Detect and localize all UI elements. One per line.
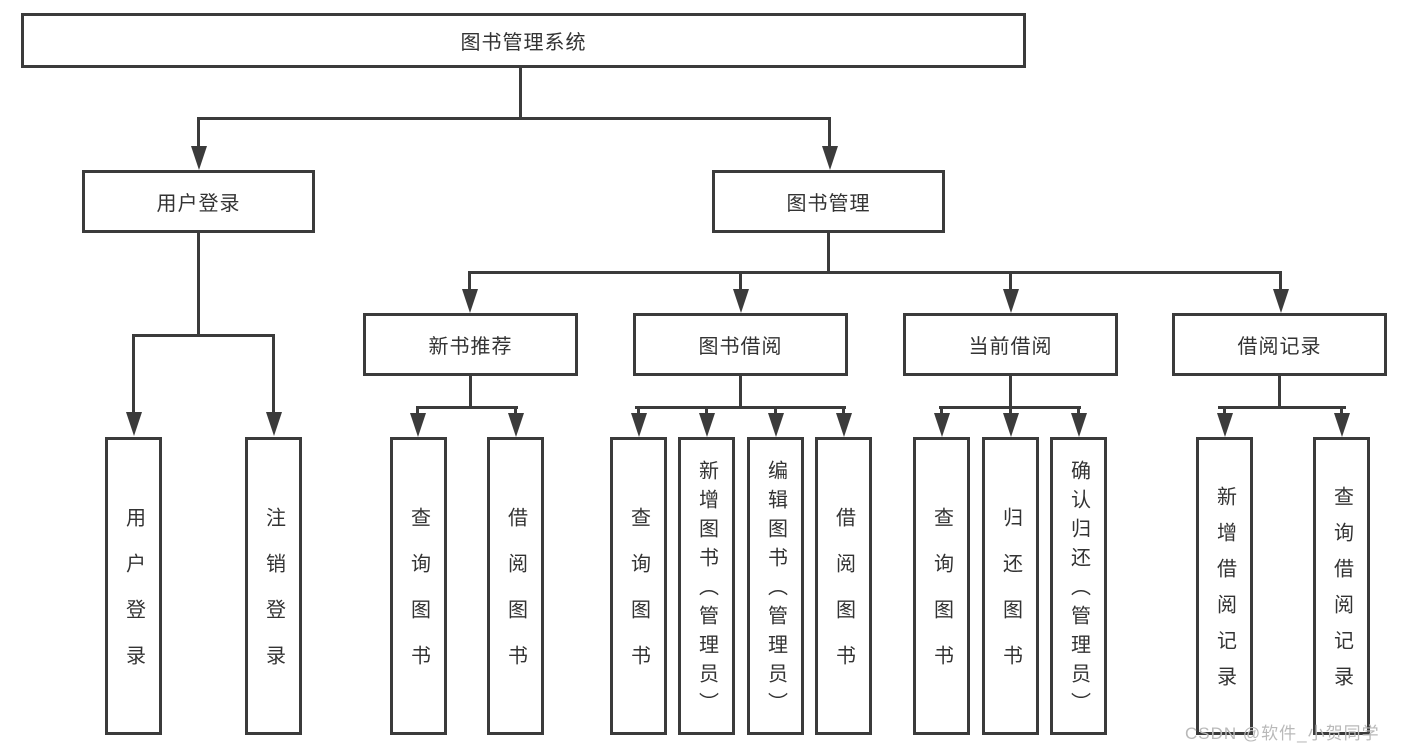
leaf-add-borrow-record: 新增借阅记录 bbox=[1196, 437, 1253, 735]
connector-line bbox=[197, 117, 831, 120]
csdn-watermark: CSDN @软件_小贺同学 bbox=[1185, 724, 1380, 743]
connector-line bbox=[1278, 376, 1281, 407]
node-label: 图书借阅 bbox=[698, 336, 783, 358]
connector-line bbox=[705, 407, 708, 415]
connector-line bbox=[774, 407, 777, 415]
connector-line bbox=[828, 118, 831, 148]
leaf-logout: 注销登录 bbox=[245, 437, 302, 735]
connector-line bbox=[272, 335, 275, 413]
leaf-return-books: 归还图书 bbox=[982, 437, 1039, 735]
node-label: 用户登录 bbox=[156, 193, 241, 215]
node-user-login: 用户登录 bbox=[82, 170, 315, 233]
leaf-label: 编辑图书（管理员） bbox=[764, 460, 787, 721]
connector-line bbox=[197, 233, 200, 335]
arrow-down-icon bbox=[1071, 413, 1087, 437]
arrow-down-icon bbox=[1334, 413, 1350, 437]
arrow-down-icon bbox=[768, 413, 784, 437]
arrow-down-icon bbox=[699, 413, 715, 437]
arrow-down-icon bbox=[1003, 289, 1019, 313]
leaf-add-books-admin: 新增图书（管理员） bbox=[678, 437, 735, 735]
leaf-user-login: 用户登录 bbox=[105, 437, 162, 735]
arrow-down-icon bbox=[631, 413, 647, 437]
node-new-book-recommend: 新书推荐 bbox=[363, 313, 578, 376]
arrow-down-icon bbox=[934, 413, 950, 437]
leaf-label: 查询图书 bbox=[930, 507, 953, 691]
leaf-label: 查询图书 bbox=[627, 507, 650, 691]
connector-line bbox=[468, 271, 1282, 274]
leaf-query-books: 查询图书 bbox=[610, 437, 667, 735]
leaf-confirm-return-admin: 确认归还（管理员） bbox=[1050, 437, 1107, 735]
node-book-management: 图书管理 bbox=[712, 170, 945, 233]
connector-line bbox=[1218, 406, 1346, 409]
connector-line bbox=[940, 407, 943, 415]
arrow-down-icon bbox=[462, 289, 478, 313]
connector-line bbox=[637, 407, 640, 415]
connector-line bbox=[416, 406, 518, 409]
leaf-borrow-books: 借阅图书 bbox=[815, 437, 872, 735]
connector-line bbox=[739, 376, 742, 407]
arrow-down-icon bbox=[508, 413, 524, 437]
leaf-label: 注销登录 bbox=[262, 507, 285, 691]
connector-line bbox=[132, 334, 275, 337]
connector-line bbox=[132, 335, 135, 413]
node-label: 当前借阅 bbox=[968, 336, 1053, 358]
leaf-label: 新增图书（管理员） bbox=[695, 460, 718, 721]
node-borrow-records: 借阅记录 bbox=[1172, 313, 1387, 376]
connector-line bbox=[635, 406, 846, 409]
leaf-label: 用户登录 bbox=[122, 507, 145, 691]
arrow-down-icon bbox=[1217, 413, 1233, 437]
node-library-system: 图书管理系统 bbox=[21, 13, 1026, 68]
connector-line bbox=[1077, 407, 1080, 415]
connector-line bbox=[842, 407, 845, 415]
connector-line bbox=[416, 407, 419, 415]
arrow-down-icon bbox=[191, 146, 207, 170]
connector-line bbox=[1279, 272, 1282, 291]
node-book-borrowing: 图书借阅 bbox=[633, 313, 848, 376]
connector-line bbox=[827, 233, 830, 272]
connector-line bbox=[514, 407, 517, 415]
leaf-label: 查询图书 bbox=[407, 507, 430, 691]
arrow-down-icon bbox=[1273, 289, 1289, 313]
connector-line bbox=[197, 118, 200, 148]
leaf-query-books-current: 查询图书 bbox=[913, 437, 970, 735]
connector-line bbox=[519, 67, 522, 118]
leaf-label: 查询借阅记录 bbox=[1330, 486, 1353, 702]
arrow-down-icon bbox=[410, 413, 426, 437]
node-label: 借阅记录 bbox=[1237, 336, 1322, 358]
leaf-label: 归还图书 bbox=[999, 507, 1022, 691]
connector-line bbox=[739, 272, 742, 291]
leaf-label: 借阅图书 bbox=[832, 507, 855, 691]
arrow-down-icon bbox=[266, 412, 282, 436]
node-label: 新书推荐 bbox=[428, 336, 513, 358]
leaf-edit-books-admin: 编辑图书（管理员） bbox=[747, 437, 804, 735]
node-label: 图书管理 bbox=[786, 193, 871, 215]
connector-line bbox=[1009, 407, 1012, 415]
connector-line bbox=[468, 272, 471, 291]
arrow-down-icon bbox=[733, 289, 749, 313]
connector-line bbox=[1223, 407, 1226, 415]
arrow-down-icon bbox=[836, 413, 852, 437]
arrow-down-icon bbox=[1003, 413, 1019, 437]
leaf-query-borrow-record: 查询借阅记录 bbox=[1313, 437, 1370, 735]
leaf-query-books-recommend: 查询图书 bbox=[390, 437, 447, 735]
arrow-down-icon bbox=[822, 146, 838, 170]
connector-line bbox=[1340, 407, 1343, 415]
leaf-label: 新增借阅记录 bbox=[1213, 486, 1236, 702]
connector-line bbox=[1009, 376, 1012, 407]
node-label: 图书管理系统 bbox=[460, 32, 587, 54]
node-current-borrowing: 当前借阅 bbox=[903, 313, 1118, 376]
arrow-down-icon bbox=[126, 412, 142, 436]
connector-line bbox=[1009, 272, 1012, 291]
leaf-label: 借阅图书 bbox=[504, 507, 527, 691]
connector-line bbox=[469, 376, 472, 407]
leaf-label: 确认归还（管理员） bbox=[1067, 460, 1090, 721]
leaf-borrow-books-recommend: 借阅图书 bbox=[487, 437, 544, 735]
